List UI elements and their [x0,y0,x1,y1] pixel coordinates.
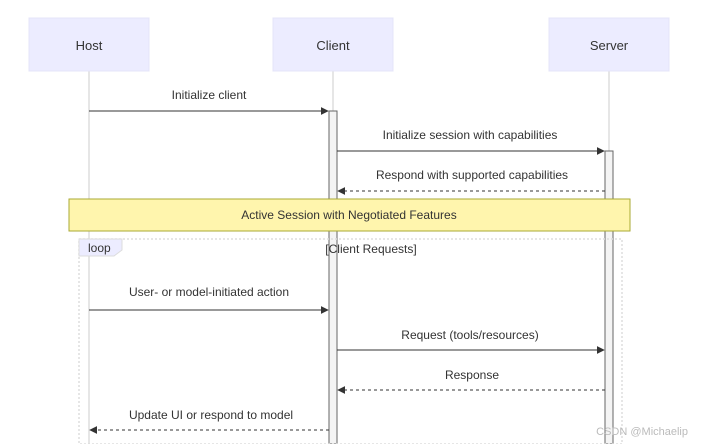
actor-host-label: Host [76,38,103,53]
actor-server: Server [548,17,670,72]
message-label-user-action: User- or model-initiated action [129,285,289,299]
actor-client-label: Client [316,38,350,53]
message-label-response: Response [445,368,499,382]
message-label-request: Request (tools/resources) [401,328,538,342]
loop-label-box [78,238,123,257]
note-text: Active Session with Negotiated Features [241,208,456,222]
message-label-respond-capabilities: Respond with supported capabilities [376,168,568,182]
actor-client: Client [272,17,394,72]
server-activation-bar [604,150,614,444]
message-label-initialize-client: Initialize client [172,88,247,102]
note-box [68,198,631,232]
loop-title: [Client Requests] [325,242,416,256]
message-label-update-ui: Update UI or respond to model [129,408,293,422]
loop-label: loop [88,241,111,255]
watermark: CSDN @Michaelip [596,426,688,438]
loop-frame [78,238,623,444]
message-label-initialize-session: Initialize session with capabilities [383,128,558,142]
client-activation-bar [328,110,338,444]
actor-server-label: Server [590,38,629,53]
actor-host: Host [28,17,150,72]
